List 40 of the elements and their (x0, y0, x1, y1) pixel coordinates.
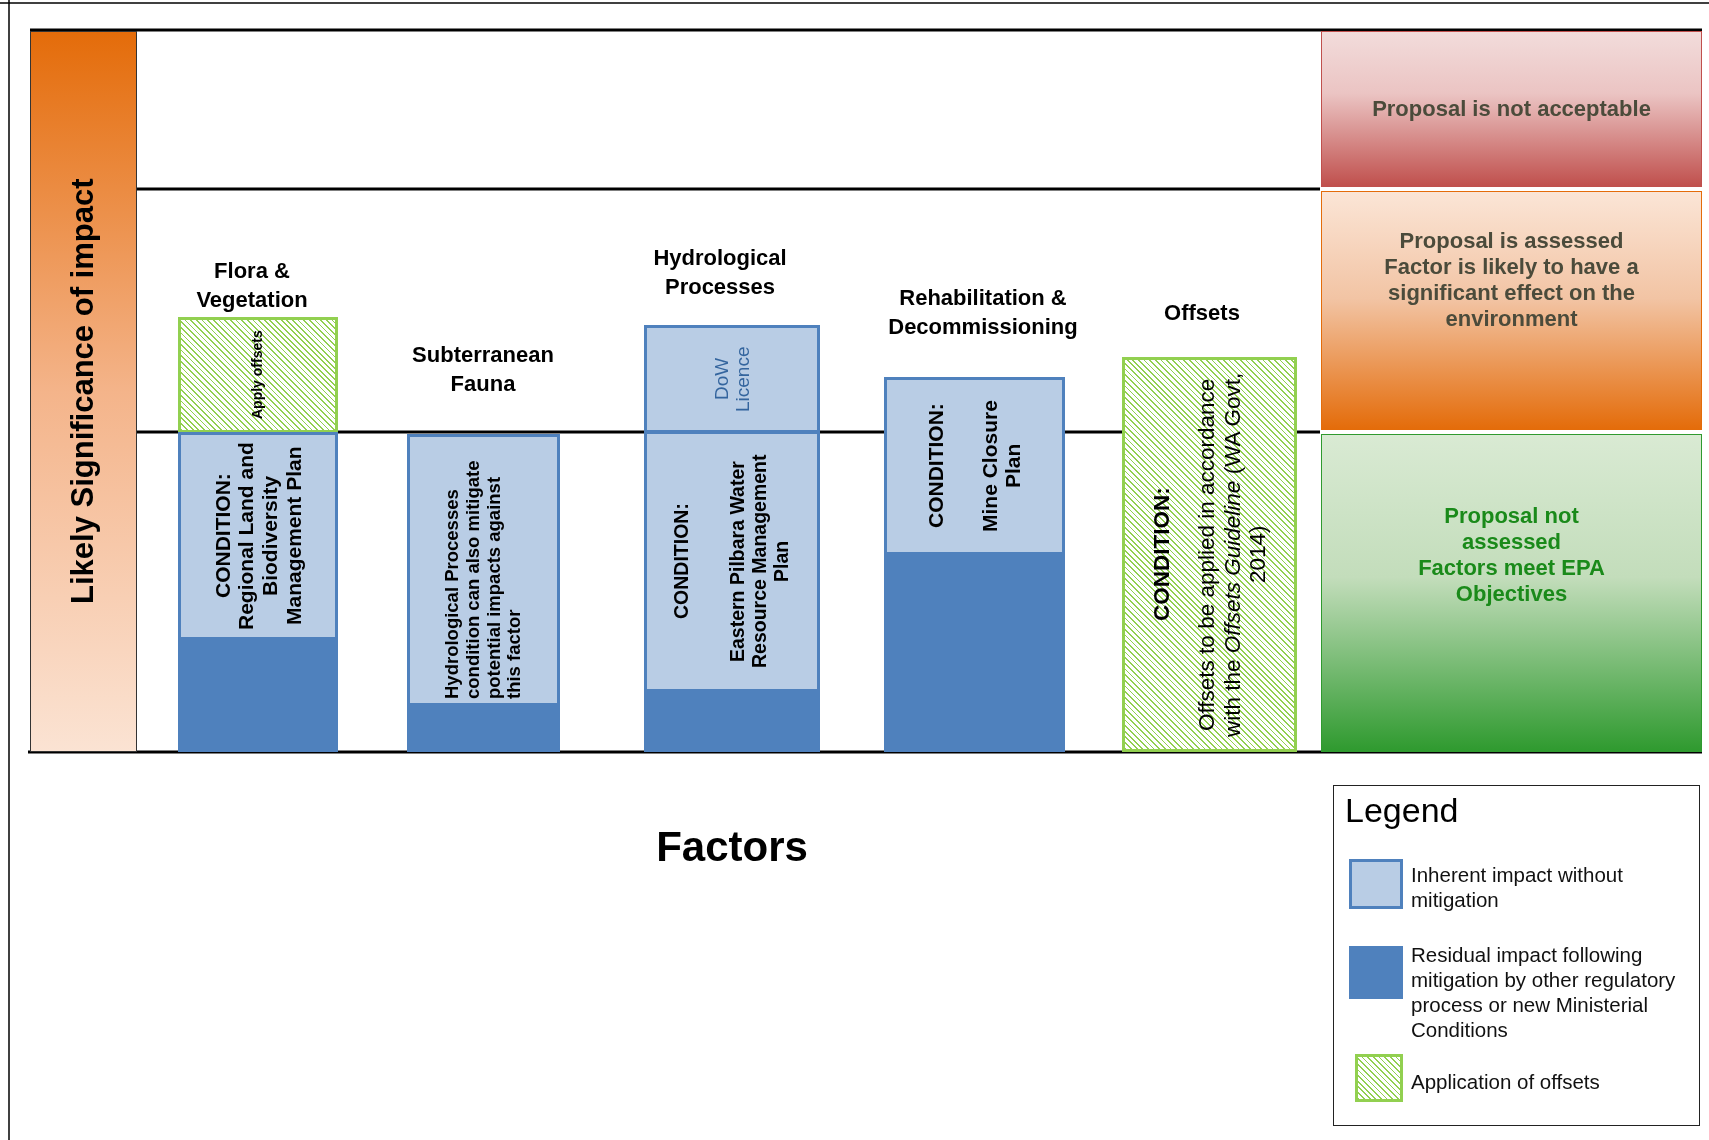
condition-text: Eastern Pilbara Water Resource Management Plan (727, 453, 793, 671)
residual-impact-bar (407, 706, 560, 752)
significance-axis-bar (30, 31, 137, 752)
band-text: Proposal is not acceptable (1372, 96, 1651, 122)
legend-text: Residual impact following mitigation by other regulatory process or new Ministerial Conditions (1411, 942, 1677, 1042)
note-text: Hydrological Processes condition can also mitigate potential impacts against this factor (442, 459, 525, 699)
band-text: Factor is likely to have a significant effect on the environment (1383, 253, 1640, 332)
legend-title: Legend (1345, 790, 1460, 830)
box-text: Apply offsets (250, 330, 266, 420)
axis-title: Factors (655, 822, 809, 872)
condition-text: Mine Closure Plan (977, 399, 1025, 534)
legend-text: Inherent impact without mitigation (1411, 862, 1624, 912)
residual-impact-bar (178, 640, 338, 752)
factor-title: Flora & Vegetation (195, 257, 309, 314)
residual-impact-bar (884, 553, 1065, 752)
condition-text: CONDITION: (924, 403, 948, 529)
legend-text: Application of offsets (1411, 1069, 1601, 1094)
condition-text: CONDITION: Regional Land and Biodiversity Management Plan (210, 441, 306, 632)
inherent-impact-bar (884, 377, 1065, 555)
band-text: Proposal is assessed (1399, 228, 1624, 254)
assessment-band (1321, 434, 1702, 752)
box-text: DoW Licence (710, 345, 754, 414)
inherent-impact-bar (178, 432, 338, 640)
inherent-impact-bar (407, 434, 560, 706)
condition-text: CONDITION: (1149, 487, 1175, 622)
factor-title: Hydrological Processes (652, 244, 788, 301)
assessment-band (1321, 31, 1702, 187)
factor-title: Offsets (1163, 299, 1241, 327)
band-text: Proposal not assessed (1443, 503, 1580, 555)
band-text: Factors meet EPA Objectives (1417, 554, 1606, 607)
inherent-impact-bar (644, 431, 820, 692)
axis-title: Likely Significance of impact (66, 178, 101, 605)
offset-box (1122, 357, 1297, 752)
factor-title: Rehabilitation & Decommissioning (887, 284, 1079, 341)
condition-text: CONDITION: (671, 503, 694, 620)
licence-box (644, 325, 820, 433)
assessment-band (1321, 191, 1702, 430)
offset-box (178, 317, 338, 433)
residual-impact-bar (644, 690, 820, 752)
factor-title: Subterranean Fauna (411, 341, 555, 398)
